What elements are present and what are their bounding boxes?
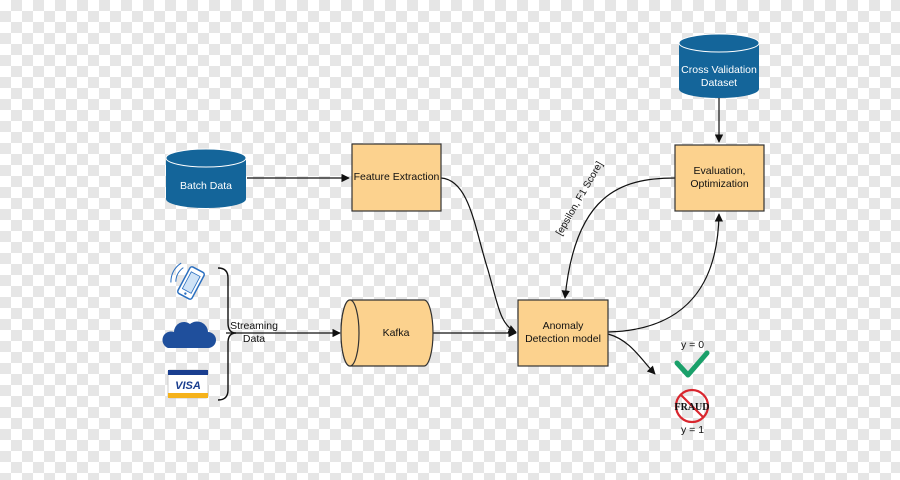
edge-evaluation-to-anomaly bbox=[561, 177, 676, 299]
evaluation-box bbox=[674, 144, 765, 212]
feedback-edge-label: [epsilon, F1 Score] bbox=[554, 160, 605, 238]
anomaly-model-box bbox=[517, 299, 609, 367]
output-fraud-label: y = 1 bbox=[681, 424, 705, 436]
streaming-data-label: Streaming Data bbox=[230, 320, 278, 345]
batch-data-cylinder bbox=[165, 148, 247, 208]
batch-data-label: Batch Data bbox=[180, 179, 232, 192]
fraud-stamp-text: FRAUD bbox=[675, 402, 710, 413]
cloud-icon bbox=[162, 321, 216, 348]
streaming-brace bbox=[217, 267, 237, 401]
evaluation-label: Evaluation, Optimization bbox=[690, 165, 749, 190]
visa-card-icon: VISA bbox=[167, 369, 209, 399]
cross-validation-cylinder bbox=[678, 33, 760, 98]
anomaly-model-label: Anomaly Detection model bbox=[525, 320, 601, 345]
kafka-label: Kafka bbox=[382, 326, 410, 339]
fraud-stamp-icon: FRAUD bbox=[675, 388, 710, 424]
edge-anomaly-to-output bbox=[607, 333, 656, 375]
edge-feature-to-anomaly bbox=[440, 177, 517, 333]
edge-anomaly-to-evaluation bbox=[607, 213, 724, 333]
cross-validation-label: Cross Validation Dataset bbox=[681, 64, 757, 89]
check-icon bbox=[674, 350, 710, 378]
kafka-cylinder bbox=[340, 299, 434, 367]
mobile-phone-icon bbox=[170, 262, 205, 300]
feature-extraction-box bbox=[351, 143, 442, 212]
visa-card-text: VISA bbox=[175, 380, 201, 392]
output-normal-label: y = 0 bbox=[681, 339, 705, 351]
feature-extraction-label: Feature Extraction bbox=[353, 171, 440, 183]
